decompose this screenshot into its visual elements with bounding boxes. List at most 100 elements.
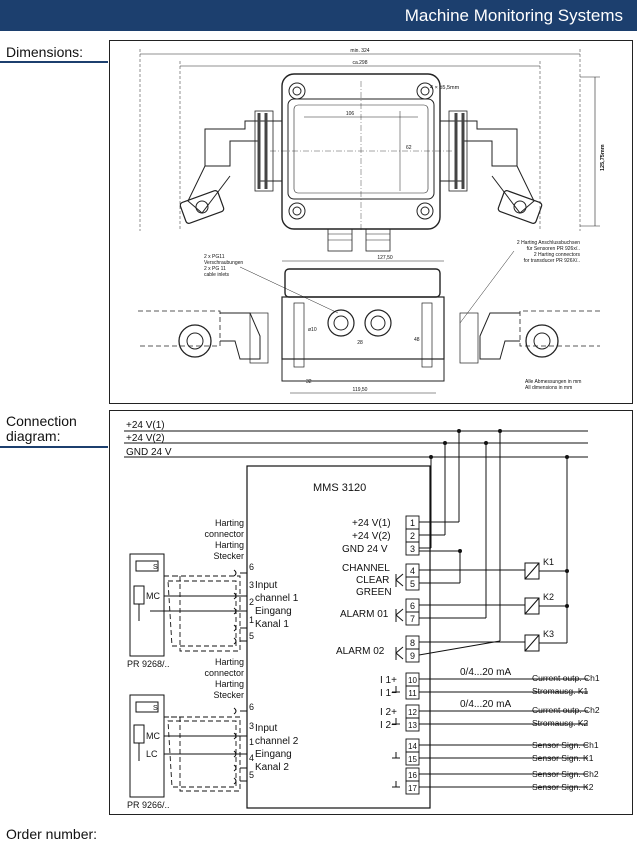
plug2-pin-1: 1 [249,737,254,747]
input1-line4: Kanal 1 [255,619,289,630]
pg-note-4: cable inlets [204,272,230,278]
plug2-pin-4: 4 [249,753,254,763]
dim-62: 62 [406,145,412,151]
terminal-label-i2p: I 2+ [380,707,397,718]
dim-106: 106 [346,111,355,117]
output-label-6: Sensor Sign. K1 [532,753,594,763]
dimensions-drawing-frame: min. 324 ca.298 106 62 4 × ö5,5mm 125,75… [109,40,633,404]
dim-height: 125,75mm [600,144,606,171]
sensor2-mc: MC [146,731,160,741]
sensor2-label: PR 9266/.. [127,800,170,810]
terminal-16: 16 [408,771,417,780]
terminal-1: 1 [410,518,415,528]
device-name: MMS 3120 [313,482,366,494]
terminal-11: 11 [408,689,417,698]
plug1-pin-1: 1 [249,615,254,625]
terminal-17: 17 [408,784,417,793]
output-label-2: Stromausg. K1 [532,686,588,696]
rail-label-2: +24 V(2) [126,433,165,444]
output-label-7: Sensor Sign. Ch2 [532,769,599,779]
dim-127: 127,50 [377,255,393,261]
plug2-pin-5: 5 [249,770,254,780]
plug2-pin-6: 6 [249,702,254,712]
dim-48: 48 [414,337,420,343]
harting-note-3: 2 Harting connectors [534,252,581,258]
terminal-label-4: CHANNEL [342,563,390,574]
plug1-pin-2: 2 [249,597,254,607]
harting2-line3: Harting [215,679,244,689]
input1-line3: Eingang [255,606,292,617]
plug1-pin-3: 3 [249,580,254,590]
connection-diagram-frame: +24 V(1) +24 V(2) GND 24 V MMS 3120 +24 … [109,410,633,815]
current-range-1: 0/4...20 mA [460,667,511,678]
terminal-7: 7 [410,614,415,624]
dim-ca298: ca.298 [352,60,367,66]
harting2-line2: connector [204,668,244,678]
order-number-label: Order number: [6,826,98,842]
all-dims-note-2: All dimensions in mm [525,385,572,391]
all-dims-note-1: Alle Abmessungen in mm [525,379,581,385]
plug1-pin-6: 6 [249,562,254,572]
sensor2-s: S [153,705,158,712]
page-title: Machine Monitoring Systems [404,6,623,25]
harting1-line1: Harting [215,518,244,528]
terminal-label-alarm1: ALARM 01 [340,609,389,620]
terminal-14: 14 [408,742,417,751]
input1-line1: Input [255,580,277,591]
hole-label: 4 × ö5,5mm [430,85,460,91]
terminal-12: 12 [408,708,417,717]
sensor2-lc: LC [146,749,158,759]
dim-32: 32 [306,379,312,385]
header: Machine Monitoring Systems [0,0,637,31]
connection-diagram: +24 V(1) +24 V(2) GND 24 V MMS 3120 +24 … [124,420,600,810]
terminal-label-i1m: I 1− [380,688,397,699]
harting1-line3: Harting [215,540,244,550]
terminal-4: 4 [410,566,415,576]
sensor1-s: S [153,564,158,571]
dimensions-label: Dimensions: [6,44,84,60]
terminal-5: 5 [410,579,415,589]
connection-label-line2: diagram: [6,428,61,444]
terminal-9: 9 [410,651,415,661]
terminal-10: 10 [408,676,417,685]
input2-line3: Eingang [255,749,292,760]
terminal-8: 8 [410,638,415,648]
header-bar [0,0,637,31]
terminal-label-i1p: I 1+ [380,675,397,686]
harting2-line4: Stecker [213,690,244,700]
harting-note-4: for transducer PR 926X/.. [524,258,580,264]
terminal-label-1: +24 V(1) [352,518,391,529]
dim-119: 119,50 [353,387,368,393]
terminal-label-alarm2: ALARM 02 [336,646,385,657]
dim-phi10: ø10 [308,327,317,333]
plug2-pin-3: 3 [249,721,254,731]
rail-label-3: GND 24 V [126,447,172,458]
harting2-line1: Harting [215,657,244,667]
terminal-3: 3 [410,544,415,554]
harting-note-1: 2 Harting Anschlussbuchsen [517,240,580,246]
harting-note-2: für Sensoren PR 926x/.. [527,246,580,252]
connection-label-line1: Connection [6,413,77,429]
harting1-line2: connector [204,529,244,539]
terminal-label-2: +24 V(2) [352,531,391,542]
connection-rule [0,446,108,448]
output-label-4: Stromausg. K2 [532,718,588,728]
terminal-label-5: CLEAR [356,575,389,586]
pg-note-1: 2 x PG11 [204,254,225,260]
plug1-pin-5: 5 [249,631,254,641]
input2-line2: channel 2 [255,736,299,747]
dim-28: 28 [357,340,363,346]
rail-label-1: +24 V(1) [126,420,165,431]
terminal-6: 6 [410,601,415,611]
input2-line1: Input [255,723,277,734]
pg-note-3: 2 x PG 11 [204,266,226,272]
dim-min324: min. 324 [350,48,369,54]
input2-line4: Kanal 2 [255,762,289,773]
terminal-label-3: GND 24 V [342,544,388,555]
terminal-2: 2 [410,531,415,541]
relay-k3: K3 [543,629,554,639]
output-label-3: Current outp. Ch2 [532,705,600,715]
pg-note-2: Verschraubungen [204,260,243,266]
sensor1-mc: MC [146,591,160,601]
terminal-label-6: GREEN [356,587,392,598]
